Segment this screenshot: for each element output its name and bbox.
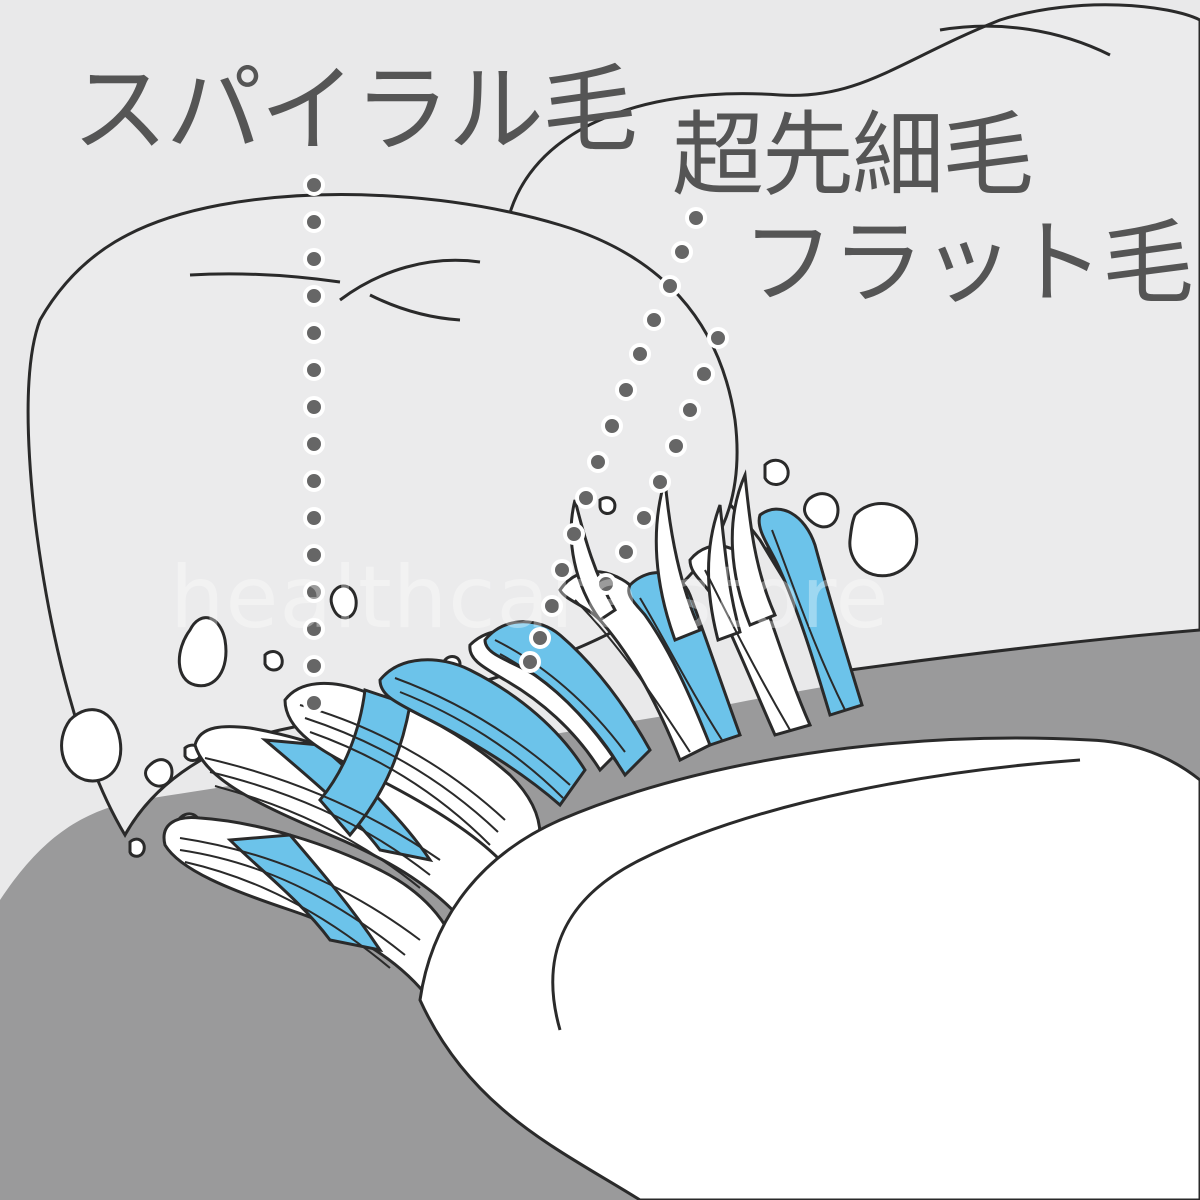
leader-dot <box>685 207 707 229</box>
blue-tuft-4 <box>757 507 864 717</box>
label-flat-bristles: フラット毛 <box>742 210 1194 317</box>
leader-dot <box>541 595 563 617</box>
leader-dot <box>575 487 597 509</box>
back-molar-groove <box>939 24 1111 57</box>
particle <box>263 650 284 672</box>
leader-dot <box>693 363 715 385</box>
leader-dot <box>529 627 551 649</box>
brush-head <box>418 736 1200 1200</box>
leader-dot <box>665 435 687 457</box>
particle <box>128 837 146 858</box>
blue-tuft-1 <box>378 658 587 808</box>
particle <box>144 758 174 788</box>
fine-tip-4 <box>707 504 742 642</box>
leader-dot <box>601 415 623 437</box>
leader-dot <box>303 433 325 455</box>
strand <box>209 771 431 876</box>
label-ultra-fine-tip-bristles: 超先細毛 <box>672 102 1034 209</box>
strand <box>499 653 619 764</box>
particle <box>803 492 840 529</box>
leader-dot <box>303 655 325 677</box>
particle <box>177 616 228 688</box>
label-spiral-bristles: スパイラル毛 <box>72 54 638 166</box>
strand <box>184 861 391 969</box>
strand <box>309 731 491 846</box>
particle <box>848 502 919 578</box>
strand <box>299 704 506 821</box>
strand <box>214 785 421 889</box>
leader-dot <box>551 559 573 581</box>
front-molar-groove-3 <box>369 293 461 322</box>
leader-dot <box>679 399 701 421</box>
strand <box>771 529 846 711</box>
strand <box>399 691 564 799</box>
bristle-strands <box>179 529 846 969</box>
leader-dot <box>643 309 665 331</box>
leader-dot <box>633 507 655 529</box>
fine-tip-2 <box>654 479 703 642</box>
strand <box>494 639 626 753</box>
strand <box>639 597 723 741</box>
leader-dot <box>303 211 325 233</box>
front-molar-groove-2 <box>339 258 481 302</box>
strand <box>574 599 691 753</box>
leader-dot <box>519 651 541 673</box>
leader-dot <box>303 544 325 566</box>
leader-dot <box>563 523 585 545</box>
leader-dot <box>615 541 637 563</box>
leader-dot <box>303 507 325 529</box>
strand <box>204 757 441 861</box>
leader-dot <box>303 396 325 418</box>
strand <box>394 677 571 786</box>
leader-dot <box>587 451 609 473</box>
strand <box>179 849 406 956</box>
leader-dot <box>615 379 637 401</box>
front-molar-groove-1 <box>189 272 341 284</box>
leader-dot <box>659 275 681 297</box>
leader-dot <box>595 573 617 595</box>
fine-tip-3 <box>730 469 778 627</box>
leader-dot <box>303 618 325 640</box>
leader-dot <box>303 359 325 381</box>
leader-dot <box>303 285 325 307</box>
spiral-tuft-3-blue <box>318 687 412 838</box>
particle <box>763 458 790 486</box>
leader-dot <box>303 581 325 603</box>
brush-head-inner-edge <box>551 758 1081 1031</box>
strand <box>704 569 791 731</box>
leader-dot <box>303 692 325 714</box>
leader-dot <box>303 174 325 196</box>
particle <box>329 584 358 620</box>
leader-dot <box>303 322 325 344</box>
leader-dot <box>649 471 671 493</box>
leader-dots <box>303 174 729 714</box>
strand <box>179 837 421 941</box>
strand <box>304 717 499 833</box>
leader-dot <box>629 343 651 365</box>
leader-dot <box>707 327 729 349</box>
leader-dot <box>671 241 693 263</box>
leader-dot <box>303 470 325 492</box>
particle <box>598 496 617 515</box>
bristle-tufts <box>162 469 864 1003</box>
particle <box>60 708 123 783</box>
leader-dot <box>303 248 325 270</box>
watermark: healthcare store <box>170 548 890 648</box>
